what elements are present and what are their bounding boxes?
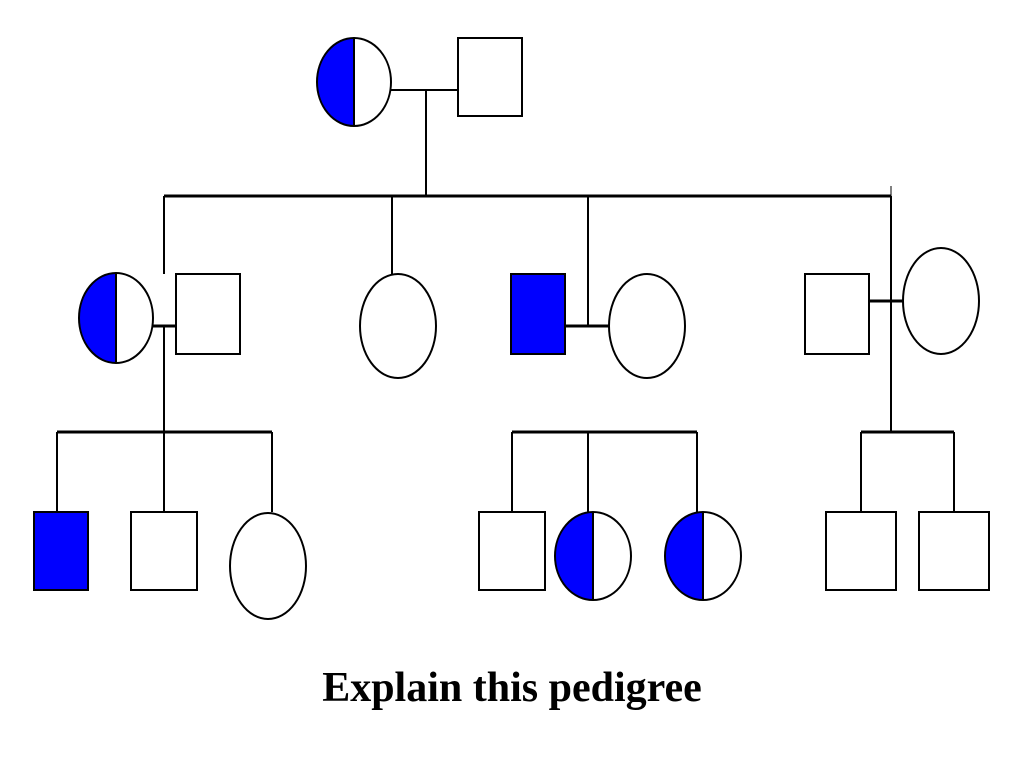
individual-ii-4-male-affected bbox=[510, 273, 566, 355]
pedigree-symbols bbox=[33, 37, 990, 620]
individual-iii-5-female-carrier bbox=[554, 511, 632, 601]
caption: Explain this pedigree bbox=[322, 665, 702, 711]
individual-ii-3-female-unaffected bbox=[359, 273, 437, 379]
individual-ii-1-female-carrier bbox=[78, 272, 154, 364]
pedigree-lines bbox=[56, 89, 955, 512]
individual-ii-2-male-unaffected bbox=[175, 273, 241, 355]
individual-ii-7-female-unaffected bbox=[902, 247, 980, 355]
individual-iii-1-male-affected bbox=[33, 511, 89, 591]
individual-i-2-male-unaffected bbox=[457, 37, 523, 117]
individual-ii-5-female-unaffected bbox=[608, 273, 686, 379]
individual-iii-4-male-unaffected bbox=[478, 511, 546, 591]
individual-iii-6-female-carrier bbox=[664, 511, 742, 601]
individual-ii-6-male-unaffected bbox=[804, 273, 870, 355]
individual-iii-3-female-unaffected bbox=[229, 512, 307, 620]
individual-iii-2-male-unaffected bbox=[130, 511, 198, 591]
individual-iii-7-male-unaffected bbox=[825, 511, 897, 591]
individual-i-1-female-carrier bbox=[316, 37, 392, 127]
individual-iii-8-male-unaffected bbox=[918, 511, 990, 591]
